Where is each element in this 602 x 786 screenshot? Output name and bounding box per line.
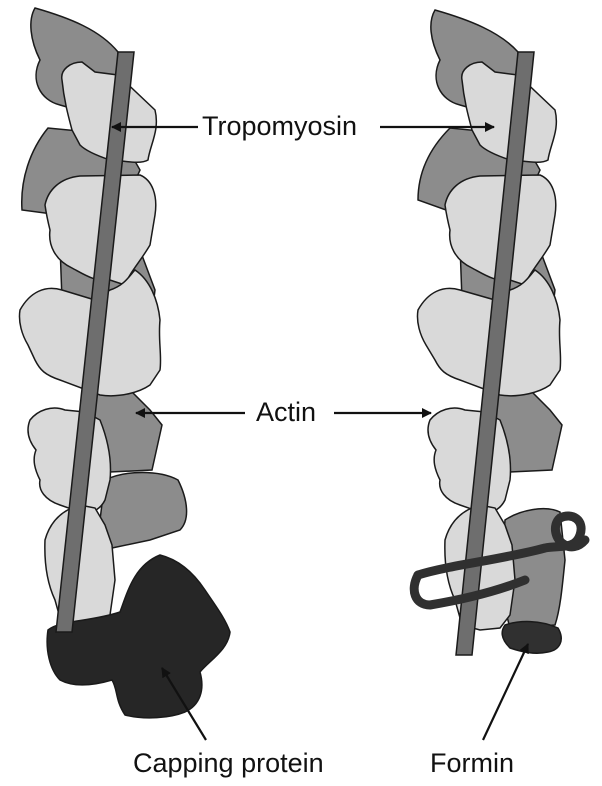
tropomyosin-strand bbox=[55, 51, 135, 633]
tropomyosin-label: Tropomyosin bbox=[202, 111, 358, 141]
formin-arrow bbox=[482, 643, 529, 741]
right-actin-filament bbox=[409, 9, 590, 656]
formin-label: Formin bbox=[430, 748, 515, 778]
actin-label: Actin bbox=[256, 397, 317, 427]
actin-subunit-dark bbox=[99, 471, 188, 549]
actin-subunit-light bbox=[461, 61, 558, 163]
actin-subunit-dark bbox=[499, 508, 566, 629]
tropomyosin-strand bbox=[455, 51, 535, 656]
label-arrows bbox=[111, 122, 529, 741]
formin-ring bbox=[409, 570, 530, 610]
capping-protein-arrow bbox=[161, 667, 207, 741]
formin-ring bbox=[413, 511, 590, 580]
capping-protein bbox=[46, 554, 231, 719]
formin-base bbox=[501, 620, 562, 654]
actin-subunit-light bbox=[427, 407, 512, 514]
left-actin-filament bbox=[18, 7, 231, 719]
actin-subunit-light bbox=[61, 61, 158, 163]
capping-protein-label: Capping protein bbox=[133, 748, 324, 778]
actin-subunit-light bbox=[27, 407, 112, 514]
